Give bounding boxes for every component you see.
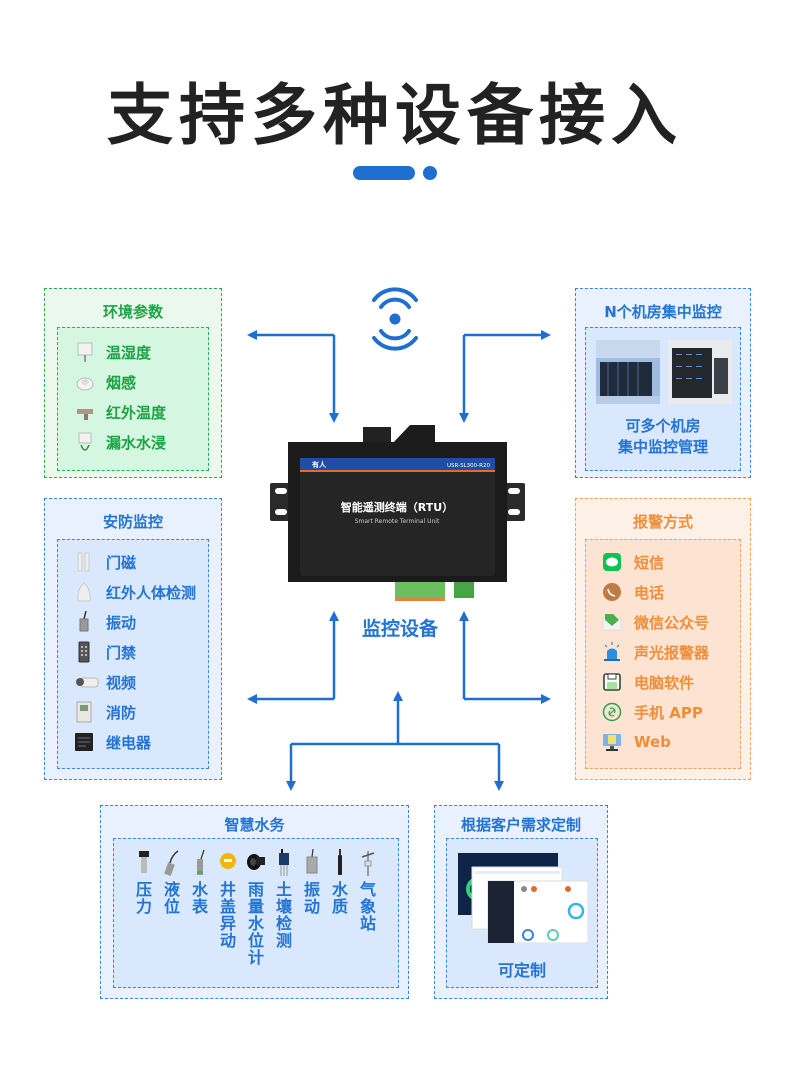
- app-link-icon: [602, 702, 622, 722]
- list-item: 视频: [74, 670, 136, 694]
- rooms-caption: 可多个机房 集中监控管理: [617, 417, 708, 456]
- panel-title: 安防监控: [102, 513, 163, 531]
- device-name-cn: 智能遥测终端（RTU）: [341, 500, 453, 514]
- panel-title: 报警方式: [632, 513, 693, 531]
- list-item: 土壤检测: [271, 849, 297, 949]
- panel-title: 根据客户需求定制: [460, 816, 581, 834]
- device-brand: 有人: [312, 460, 327, 469]
- pir-sensor-icon: [77, 582, 91, 602]
- dashboard-screenshots-image: [458, 853, 588, 943]
- list-item: 手机 APP: [602, 700, 703, 724]
- pressure-transmitter-icon: [139, 851, 149, 873]
- panel-title: 智慧水务: [224, 816, 285, 834]
- weather-station-icon: [361, 851, 375, 876]
- list-item: 电脑软件: [602, 670, 694, 694]
- list-item: 漏水水浸: [76, 430, 166, 454]
- water-meter-probe-icon: [197, 849, 205, 875]
- level-sensor-icon: [164, 850, 179, 877]
- access-control-icon: [78, 641, 90, 663]
- vibration-sensor-icon: [306, 849, 318, 874]
- list-item: 烟感: [76, 370, 136, 394]
- temperature-humidity-sensor-icon: [77, 342, 93, 362]
- smoke-detector-icon: [76, 377, 94, 391]
- relay-icon: [75, 733, 93, 751]
- list-item: 微信公众号: [602, 610, 709, 634]
- panel-alarm: 报警方式 短信 电话 微信公众号 声光报警器 电脑软件 手机 APP Web: [575, 498, 751, 780]
- list-item: 温湿度: [76, 340, 151, 364]
- manhole-cover-sensor-icon: [220, 853, 236, 869]
- panel-environment: 环境参数 温湿度 烟感 红外温度 漏水水浸: [44, 288, 222, 478]
- wifi-signal-icon: [372, 287, 418, 351]
- title-underline-bar: [353, 166, 415, 180]
- page-title: 支持多种设备接入: [107, 77, 683, 154]
- list-item: Web: [602, 730, 671, 754]
- custom-caption: 可定制: [497, 961, 546, 980]
- list-item: 门磁: [74, 550, 136, 574]
- server-room-photo-2: [668, 340, 732, 404]
- siren-icon: [604, 642, 620, 661]
- panel-inner: 短信 电话 微信公众号 声光报警器 电脑软件 手机 APP Web: [585, 539, 741, 769]
- camera-icon: [76, 677, 99, 688]
- panel-customization: 根据客户需求定制 可定制: [434, 805, 608, 999]
- list-item: 电话: [602, 580, 664, 604]
- water-quality-probe-icon: [338, 849, 342, 875]
- list-item: 继电器: [74, 730, 151, 754]
- rtu-device-image: 有人 USR-SL300-R20 智能遥测终端（RTU） Smart Remot…: [270, 425, 525, 601]
- list-item: 雨量水位计: [243, 849, 269, 966]
- device-model: USR-SL300-R20: [447, 463, 490, 469]
- list-item: 红外温度: [76, 400, 166, 424]
- phone-icon: [603, 583, 621, 601]
- floppy-disk-icon: [603, 673, 621, 691]
- wechat-mail-icon: [602, 614, 622, 631]
- list-item: 振动: [299, 849, 325, 915]
- vibration-sensor-icon: [79, 611, 89, 632]
- list-item: 水表: [187, 849, 213, 915]
- water-leak-sensor-icon: [78, 432, 92, 451]
- panel-title: N个机房集中监控: [604, 303, 722, 321]
- panel-smart-water: 智慧水务 压力 液位 水表 井盖异动 雨量水位计 土壤检测 振动: [100, 805, 409, 999]
- panel-inner: 温湿度 烟感 红外温度 漏水水浸: [57, 327, 209, 471]
- panel-inner: 门磁 红外人体检测 振动 门禁 视频 消防 继电器: [57, 539, 209, 769]
- infrared-thermometer-icon: [77, 409, 93, 420]
- list-item: 红外人体检测: [74, 580, 196, 604]
- panel-inner: 可多个机房 集中监控管理: [585, 327, 741, 471]
- soil-sensor-icon: [279, 849, 289, 876]
- panel-inner: 可定制: [446, 838, 598, 988]
- list-item: 液位: [159, 849, 185, 915]
- list-item: 消防: [74, 700, 136, 724]
- panel-inner: 压力 液位 水表 井盖异动 雨量水位计 土壤检测 振动 水质: [113, 838, 399, 988]
- device-name-en: Smart Remote Terminal Unit: [355, 518, 440, 525]
- fire-panel-icon: [76, 701, 92, 723]
- title-underline-dot: [423, 166, 437, 180]
- server-room-photo-1: [596, 340, 660, 404]
- list-item: 水质: [327, 849, 353, 915]
- list-item: 振动: [74, 610, 136, 634]
- panel-title: 环境参数: [102, 303, 163, 321]
- panel-rooms: N个机房集中监控 可多个机房 集中监控管理: [575, 288, 751, 478]
- panel-security: 安防监控 门磁 红外人体检测 振动 门禁 视频 消防 继电器: [44, 498, 222, 780]
- list-item: 压力: [131, 849, 157, 915]
- door-magnet-icon: [77, 552, 90, 572]
- web-monitor-icon: [603, 734, 621, 751]
- device-caption: 监控设备: [361, 618, 438, 640]
- list-item: 门禁: [74, 640, 136, 664]
- list-item: 声光报警器: [602, 640, 709, 664]
- sms-icon: [603, 553, 621, 571]
- list-item: 井盖异动: [215, 849, 241, 949]
- radar-level-gauge-icon: [247, 854, 265, 870]
- list-item: 短信: [602, 550, 664, 574]
- list-item: 气象站: [355, 849, 381, 932]
